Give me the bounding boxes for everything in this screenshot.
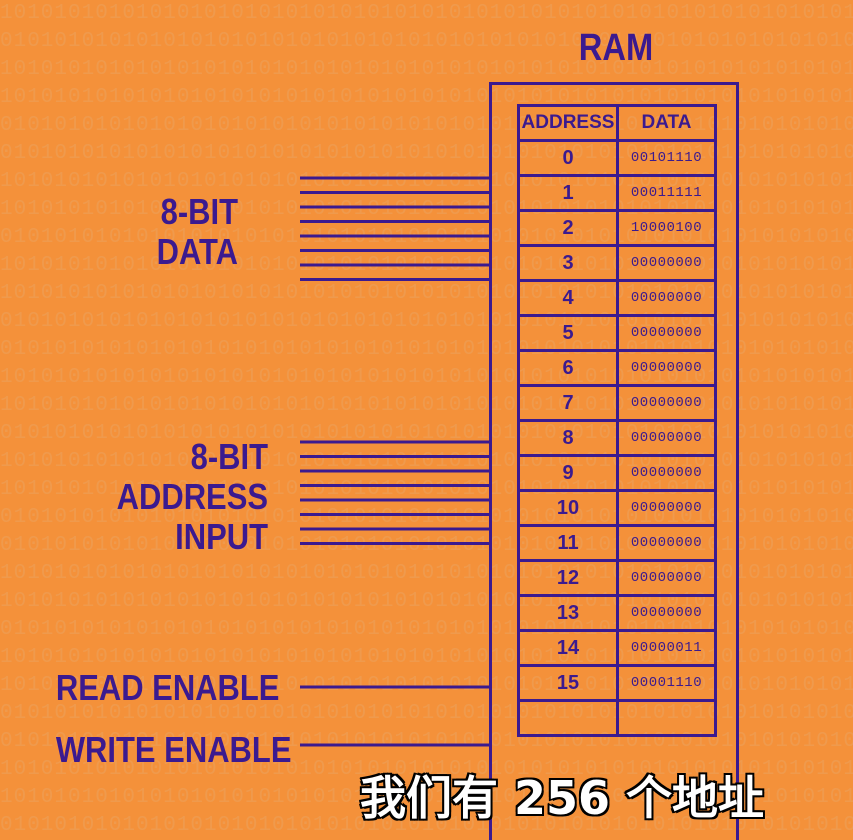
ram-data-cell: 10000100 <box>616 209 717 247</box>
data-bus-label: 8-BIT DATA <box>85 192 238 272</box>
ram-data-cell: 00000000 <box>616 559 717 597</box>
data-bus-label-line1: 8-BIT <box>160 191 238 232</box>
read-enable-label: READ ENABLE <box>55 667 280 708</box>
subtitle-caption: 我们有 256 个地址 <box>359 770 766 827</box>
ram-address-cell: 4 <box>517 279 619 317</box>
ram-address-cell: 8 <box>517 419 619 457</box>
write-enable-label: WRITE ENABLE <box>55 729 292 770</box>
ram-data-cell: 00000000 <box>616 594 717 632</box>
ram-data-cell <box>616 699 717 737</box>
ram-data-cell: 00000000 <box>616 349 717 387</box>
address-label-line2: ADDRESS <box>116 476 268 517</box>
ram-data-cell: 00000000 <box>616 419 717 457</box>
address-column-header: ADDRESS <box>517 104 619 142</box>
ram-data-cell: 00000000 <box>616 489 717 527</box>
ram-address-cell: 5 <box>517 314 619 352</box>
ram-data-cell: 00000000 <box>616 244 717 282</box>
ram-data-cell: 00000000 <box>616 524 717 562</box>
ram-address-cell: 7 <box>517 384 619 422</box>
ram-address-cell: 2 <box>517 209 619 247</box>
address-bus-wires <box>300 440 490 545</box>
ram-address-cell: 10 <box>517 489 619 527</box>
data-bus-wires <box>300 176 490 281</box>
ram-address-cell: 3 <box>517 244 619 282</box>
ram-title: RAM <box>578 27 654 69</box>
ram-address-cell: 12 <box>517 559 619 597</box>
ram-address-cell: 1 <box>517 174 619 212</box>
ram-table-row <box>517 699 717 737</box>
ram-address-cell: 9 <box>517 454 619 492</box>
ram-address-cell <box>517 699 619 737</box>
ram-chip-outline <box>489 82 739 840</box>
ram-address-cell: 11 <box>517 524 619 562</box>
ram-address-cell: 14 <box>517 629 619 667</box>
ram-address-cell: 0 <box>517 139 619 177</box>
address-label-line1: 8-BIT <box>190 436 268 477</box>
ram-data-cell: 00000000 <box>616 454 717 492</box>
ram-data-cell: 00011111 <box>616 174 717 212</box>
ram-data-cell: 00000000 <box>616 384 717 422</box>
address-label-line3: INPUT <box>175 516 268 557</box>
data-bus-label-line2: DATA <box>156 231 238 272</box>
ram-address-cell: 13 <box>517 594 619 632</box>
address-input-label: 8-BIT ADDRESS INPUT <box>89 437 268 557</box>
ram-data-cell: 00101110 <box>616 139 717 177</box>
ram-table-header-row: ADDRESS DATA <box>517 104 717 142</box>
data-column-header: DATA <box>616 104 717 142</box>
ram-data-cell: 00000000 <box>616 314 717 352</box>
ram-data-cell: 00000000 <box>616 279 717 317</box>
ram-data-cell: 00000011 <box>616 629 717 667</box>
ram-address-cell: 15 <box>517 664 619 702</box>
ram-data-cell: 00001110 <box>616 664 717 702</box>
ram-address-cell: 6 <box>517 349 619 387</box>
